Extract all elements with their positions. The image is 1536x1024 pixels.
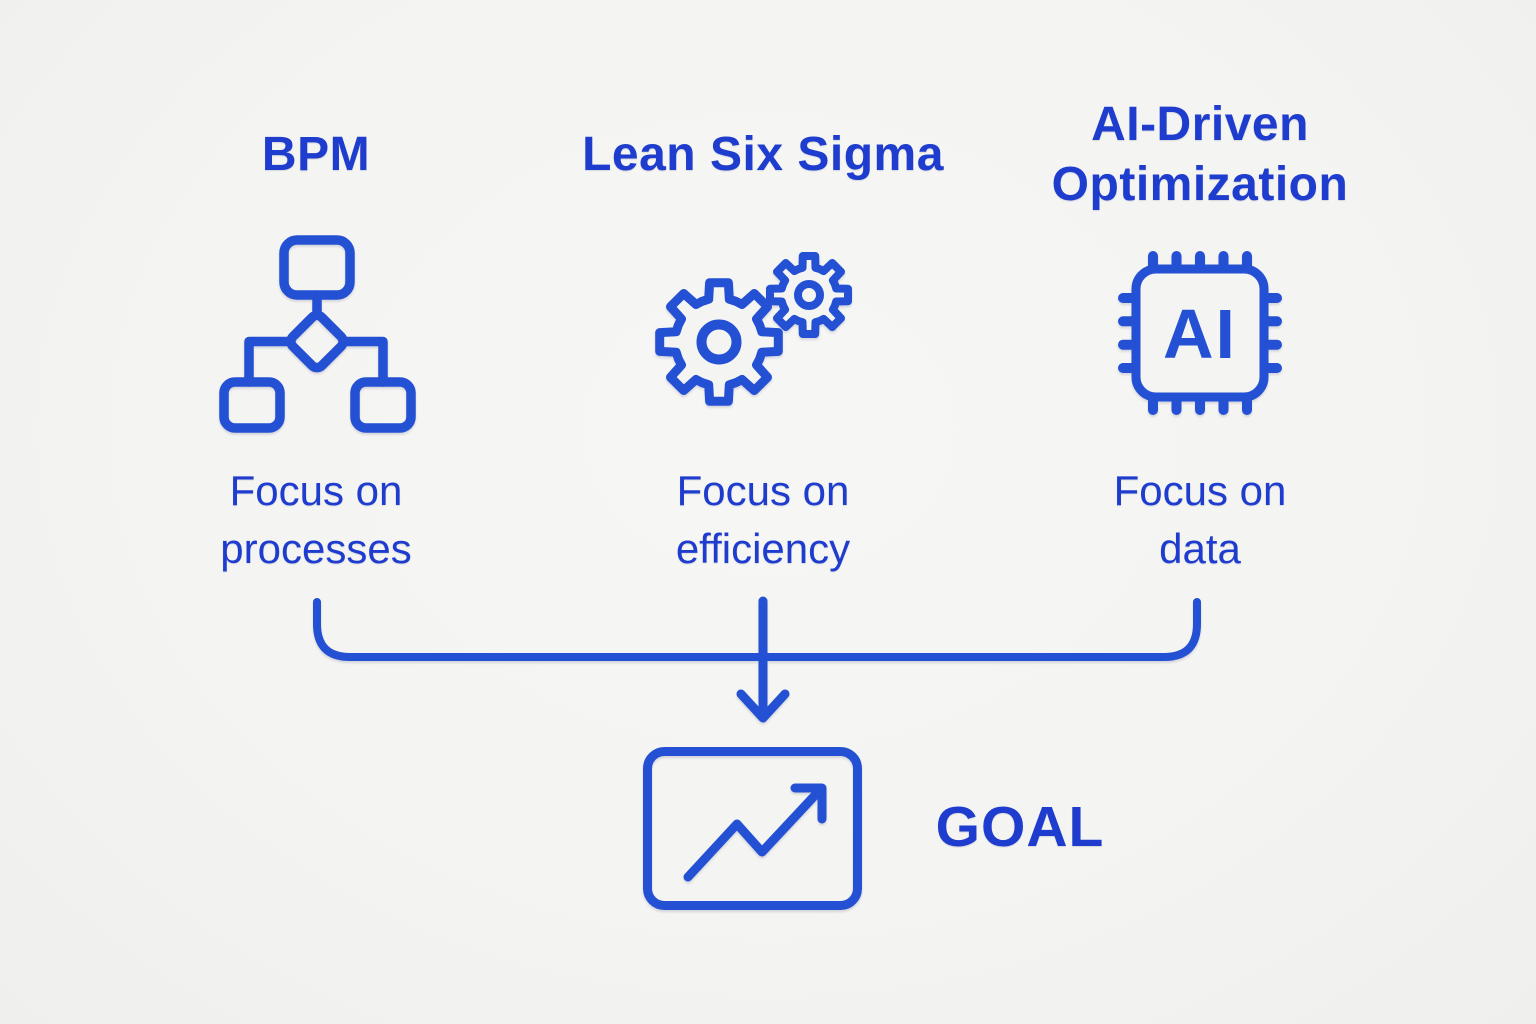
growth-chart-icon [643, 747, 862, 910]
ai-chip-icon: AI [1115, 215, 1285, 450]
gear-small-hub [794, 279, 824, 310]
flowchart-icon-svg [219, 234, 416, 433]
chart-trend-arrowhead [790, 783, 827, 824]
column-title-ai-optimization: AI-Driven Optimization [1051, 98, 1349, 211]
column-bpm: BPM Focus on processes [116, 95, 516, 578]
merge-bracket [313, 598, 1201, 661]
flowchart-right-branch [341, 336, 388, 387]
gear-large-path [655, 277, 783, 406]
chart-frame [643, 747, 862, 910]
column-caption-ai-optimization: Focus on data [1113, 467, 1287, 572]
gears-icon [655, 215, 869, 450]
flowchart-icon [219, 215, 416, 450]
ai-chip-icon-svg: AI [1118, 250, 1282, 415]
chip-pins [1118, 250, 1282, 415]
gear-large-hub [696, 319, 742, 364]
flowchart-right-node [350, 376, 416, 433]
chip-body [1131, 264, 1269, 401]
column-lean-six-sigma: Lean Six Sigma Focus on efficiency [563, 95, 963, 578]
chart-trend-line [683, 786, 824, 882]
goal-label: GOAL [935, 795, 1105, 859]
gears-icon-svg [655, 251, 852, 406]
column-title-lean-six-sigma: Lean Six Sigma [582, 128, 944, 181]
column-caption-bpm: Focus on processes [220, 467, 412, 572]
chip-label: AI [1163, 295, 1237, 373]
flowchart-left-node [219, 376, 285, 433]
flowchart-left-branch [244, 336, 293, 387]
flowchart-decision-diamond [286, 310, 348, 372]
column-caption-lean-six-sigma: Focus on efficiency [675, 467, 851, 572]
column-ai-optimization: AI-Driven Optimization AI Focus on data [1000, 95, 1400, 578]
down-arrow-head-icon [736, 689, 790, 723]
flowchart-top-node [279, 234, 355, 300]
column-title-bpm: BPM [261, 128, 371, 181]
gear-small-path [766, 251, 852, 338]
